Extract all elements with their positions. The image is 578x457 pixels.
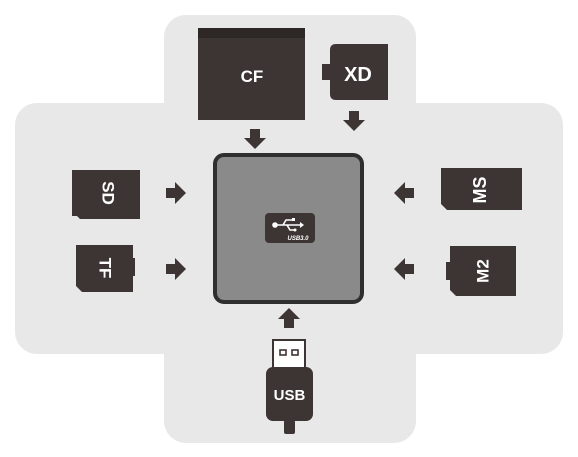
arrow-right-tf-icon	[166, 258, 186, 280]
arrow-left-ms-icon	[394, 182, 414, 204]
tf-label: TF	[96, 258, 115, 279]
m2-label: M2	[473, 259, 492, 283]
ms-card: MS	[441, 168, 522, 210]
xd-label: XD	[344, 64, 372, 86]
m2-card: M2	[446, 246, 516, 296]
sd-card: SD	[72, 170, 140, 219]
usb-badge	[265, 213, 315, 243]
ms-label: MS	[470, 177, 490, 204]
cf-label: CF	[241, 67, 264, 86]
arrow-down-cf-icon	[244, 129, 266, 149]
arrow-left-m2-icon	[394, 258, 414, 280]
arrow-right-sd-icon	[166, 182, 186, 204]
arrow-down-xd-icon	[343, 111, 365, 131]
sd-label: SD	[99, 181, 118, 205]
usb-plug: USB	[266, 339, 313, 434]
hub: USB3.0	[213, 153, 364, 304]
cf-card: CF	[198, 28, 305, 120]
arrows	[166, 111, 414, 328]
tf-card: TF	[76, 245, 135, 292]
usb-trident-icon	[272, 218, 304, 232]
usb-label: USB	[274, 387, 306, 404]
arrow-up-usb-icon	[278, 308, 300, 328]
usb3-badge-text: USB3.0	[287, 236, 309, 242]
xd-card: XD	[322, 44, 388, 100]
